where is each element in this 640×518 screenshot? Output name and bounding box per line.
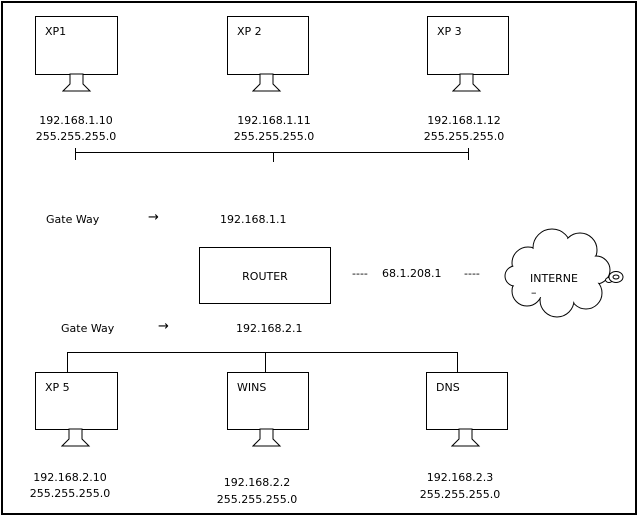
host-wins-stand (252, 428, 282, 447)
router-wan-ip: 68.1.208.1 (382, 267, 442, 280)
internet-label: INTERNE (530, 272, 578, 285)
bottom-lan-bus (67, 352, 458, 353)
host-wins-name: WINS (237, 381, 267, 394)
gateway-top-arrow-icon: → (148, 210, 159, 225)
host-dns-stand (451, 428, 481, 447)
bottom-bus-drop-center (265, 352, 266, 372)
host-wins-monitor: WINS (227, 372, 309, 430)
wan-link-right-dashes: ---- (464, 267, 480, 280)
top-bus-center-stub (273, 152, 274, 162)
router-box: ROUTER (199, 247, 331, 304)
host-xp3-ip: 192.168.1.12 (427, 114, 501, 127)
host-xp1-monitor: XP1 (35, 16, 118, 75)
host-xp1-mask: 255.255.255.0 (35, 130, 117, 143)
host-dns-mask: 255.255.255.0 (419, 488, 501, 501)
host-wins-mask: 255.255.255.0 (216, 493, 298, 506)
host-xp2-ip: 192.168.1.11 (237, 114, 311, 127)
host-xp1-name: XP1 (45, 25, 67, 38)
host-xp3-mask: 255.255.255.0 (423, 130, 505, 143)
gateway-bottom-arrow-icon: → (158, 319, 169, 334)
host-xp3-name: XP 3 (437, 25, 462, 38)
host-xp5-mask: 255.255.255.0 (29, 487, 111, 500)
host-dns-monitor: DNS (426, 372, 508, 430)
gateway-bottom-label: Gate Way (61, 322, 115, 335)
host-xp3-stand (452, 73, 482, 92)
top-lan-bus (75, 152, 469, 153)
top-bus-drop-right (468, 148, 469, 160)
host-xp1-stand (62, 73, 92, 92)
host-xp2-name: XP 2 (237, 25, 262, 38)
host-xp2-stand (252, 73, 282, 92)
host-xp2-mask: 255.255.255.0 (233, 130, 315, 143)
host-xp5-stand (61, 428, 91, 447)
host-dns-name: DNS (436, 381, 460, 394)
gateway-top-label: Gate Way (46, 213, 100, 226)
wan-link-left-dashes: ---- (352, 267, 368, 280)
host-xp5-ip: 192.168.2.10 (33, 471, 107, 484)
internet-label-tail: – (531, 286, 537, 299)
top-bus-drop-left (75, 148, 76, 160)
host-wins-ip: 192.168.2.2 (223, 476, 291, 489)
host-xp1-ip: 192.168.1.10 (39, 114, 113, 127)
host-xp3-monitor: XP 3 (427, 16, 509, 75)
host-xp2-monitor: XP 2 (227, 16, 309, 75)
bottom-bus-drop-right (457, 352, 458, 372)
host-xp5-monitor: XP 5 (35, 372, 118, 430)
host-dns-ip: 192.168.2.3 (426, 471, 494, 484)
gateway-bottom-ip: 192.168.2.1 (236, 322, 303, 335)
host-xp5-name: XP 5 (45, 381, 70, 394)
gateway-top-ip: 192.168.1.1 (220, 213, 287, 226)
bottom-bus-drop-left (67, 352, 68, 372)
router-label: ROUTER (242, 270, 288, 283)
